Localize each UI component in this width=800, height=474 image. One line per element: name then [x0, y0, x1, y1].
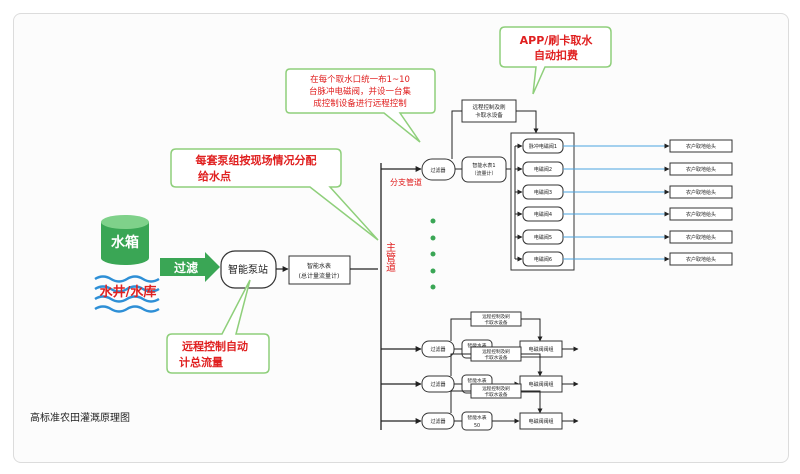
group-controller-line1: 远程控制及刷 — [482, 313, 510, 320]
group1-controller-line1: 远程控制及刷 — [472, 103, 506, 111]
filter-arrow-label: 过滤 — [174, 260, 198, 275]
callout-app-card: APP/刷卡取水 自动扣费 — [499, 26, 612, 95]
group-valve-label: 电磁阀阀组 — [528, 381, 553, 388]
farm-outlet-label-3: 农户取地给头 — [686, 189, 716, 196]
callout-pump-line1: 每套泵组按现场情况分配 — [196, 153, 317, 167]
group-meter-line2: 50 — [474, 423, 480, 429]
callout-valve-line2: 台脉冲电磁阀，并设一台集 — [309, 86, 412, 97]
farm-outlet-5 — [669, 230, 733, 244]
group-controller-line2: 卡取水设备 — [485, 391, 508, 398]
farm-outlet-3 — [669, 185, 733, 199]
water-tank: 水箱 — [101, 215, 149, 265]
farm-outlet-label-4: 农户取地给头 — [686, 211, 716, 218]
farm-outlet-1 — [669, 139, 733, 153]
farm-outlet-2 — [669, 162, 733, 176]
group1-controller: 远程控制及刷 卡取水设备 — [461, 99, 517, 123]
group1-meter: 智能水表1 （流量计） — [461, 156, 507, 183]
group-valve-label: 电磁阀阀组 — [528, 418, 553, 425]
group-filter-label: 过滤器 — [430, 381, 445, 388]
callout-valve-line3: 成控制设备进行远程控制 — [313, 98, 407, 109]
group-controller-line2: 卡取水设备 — [485, 354, 508, 361]
valve-label-6: 电磁阀6 — [534, 256, 552, 263]
main-pipe-label: 主管道 — [384, 242, 396, 272]
callout-remote-line2: 计总流量 — [179, 355, 223, 369]
pump-station-label: 智能泵站 — [228, 263, 268, 276]
main-meter-line1: 智能水表 — [307, 262, 331, 270]
group-controller-line1: 远程控制及刷 — [482, 348, 510, 355]
filter-arrow: 过滤 — [160, 252, 220, 282]
branch-pipe-label: 分支管道 — [390, 177, 422, 187]
callout-remote-line1: 远程控制自动 — [182, 339, 248, 353]
valve-label-4: 电磁阀4 — [534, 211, 552, 218]
group-filter-label: 过滤器 — [430, 346, 445, 353]
water-well-waves — [94, 275, 160, 313]
farm-outlet-6 — [669, 252, 733, 266]
farm-outlet-label-6: 农户取地给头 — [686, 256, 716, 263]
callout-app-line2: 自动扣费 — [534, 48, 578, 62]
callout-app-line1: APP/刷卡取水 — [520, 33, 594, 47]
group1-filter-label: 过滤器 — [430, 167, 445, 174]
pump-station: 智能泵站 — [220, 250, 277, 289]
group-filter-label: 过滤器 — [430, 418, 445, 425]
callout-valve-line1: 在每个取水口统一布1~10 — [310, 74, 410, 85]
callout-remote-meter: 远程控制自动 计总流量 — [166, 279, 270, 374]
farm-outlet-4 — [669, 207, 733, 221]
valve-label-3: 电磁阀3 — [534, 189, 552, 196]
water-well-label: 水井/水库 — [100, 284, 157, 300]
group1-filter: 过滤器 — [421, 158, 456, 181]
callout-pump-line2: 给水点 — [198, 169, 231, 183]
callout-valve-setup: 在每个取水口统一布1~10 台脉冲电磁阀，并设一台集 成控制设备进行远程控制 — [285, 68, 436, 143]
group1-valve-box — [510, 132, 575, 271]
group-controller-line2: 卡取水设备 — [485, 319, 508, 326]
main-water-meter: 智能水表 (总计量流量计) — [288, 255, 351, 285]
group1-meter-line2: （流量计） — [471, 170, 496, 177]
farm-outlet-label-5: 农户取地给头 — [686, 234, 716, 241]
group-controller-line1: 远程控制及刷 — [482, 385, 510, 392]
group-meter-line1: 智能水表 — [467, 377, 486, 384]
group-meter-line1: 智能水表 — [467, 414, 486, 421]
group1-controller-line2: 卡取水设备 — [475, 111, 503, 119]
valve-label-5: 电磁阀5 — [534, 234, 552, 241]
water-tank-label: 水箱 — [111, 234, 139, 251]
continuation-dots — [430, 218, 436, 290]
group-valve-label: 电磁阀阀组 — [528, 346, 553, 353]
diagram-title: 高标准农田灌溉原理图 — [30, 411, 130, 424]
farm-outlet-label-2: 农户取地给头 — [686, 166, 716, 173]
main-meter-line2: (总计量流量计) — [299, 272, 340, 280]
group-meter-line1: 智能水表 — [467, 342, 486, 349]
callout-pump-group: 每套泵组按现场情况分配 给水点 — [170, 148, 379, 241]
group1-meter-line1: 智能水表1 — [472, 162, 495, 169]
valve-label-2: 电磁阀2 — [534, 166, 552, 173]
farm-outlet-label-1: 农户取地给头 — [686, 143, 716, 150]
valve-label-1: 脉冲电磁阀1 — [529, 143, 557, 150]
